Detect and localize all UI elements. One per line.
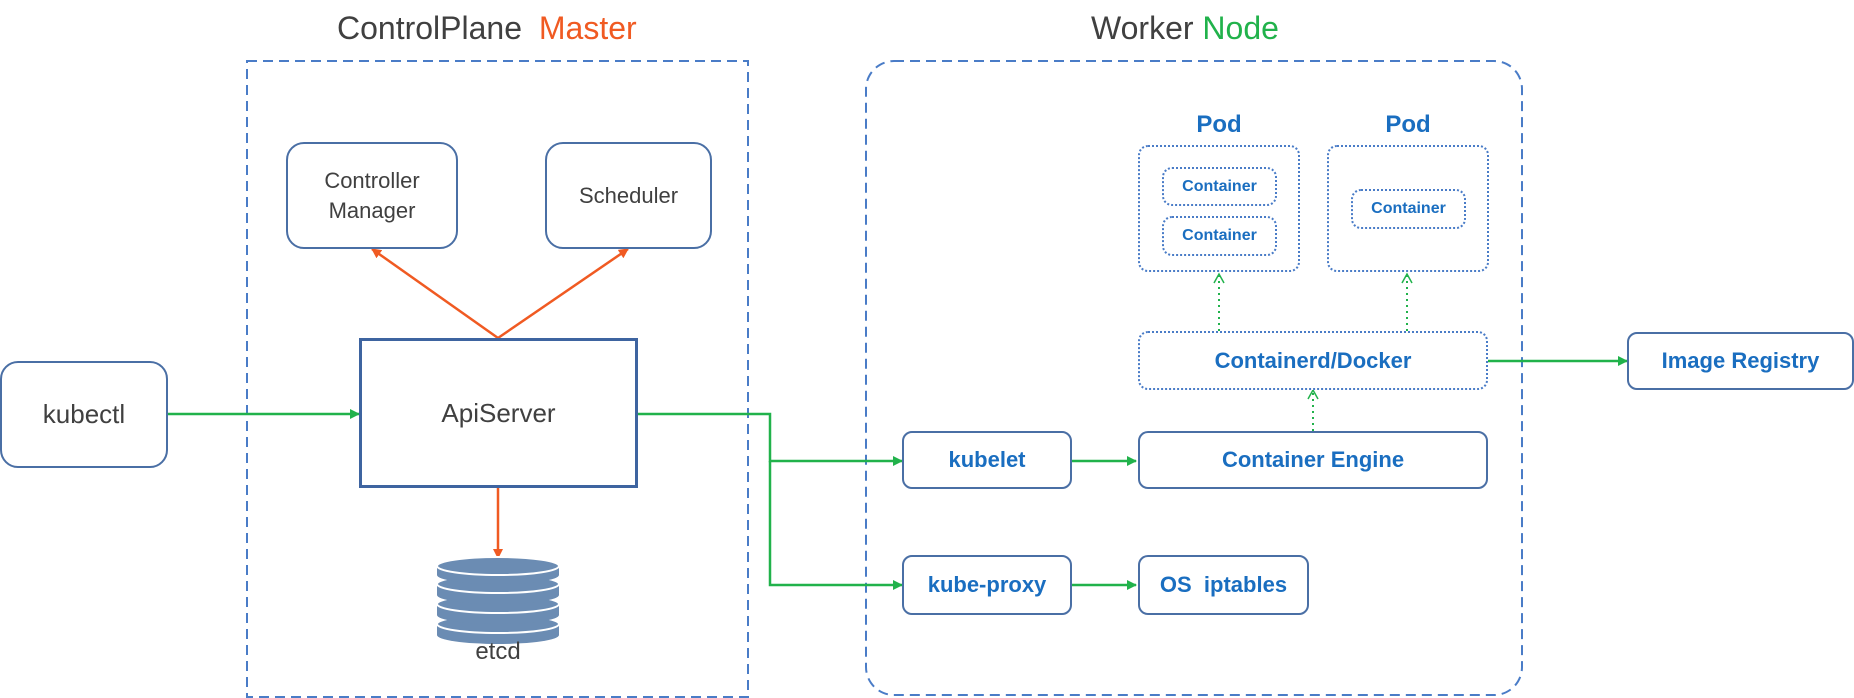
- database-icon: [436, 556, 560, 644]
- kube-proxy-label: kube-proxy: [927, 572, 1047, 597]
- apiserver-label: ApiServer: [441, 397, 556, 428]
- pod-2-title: Pod: [1385, 111, 1431, 138]
- worker-node-title-prefix: Worker: [1091, 10, 1194, 46]
- kubectl-node[interactable]: kubectl: [0, 361, 168, 468]
- arrow-apiserver-to-kubelet: [638, 412, 903, 466]
- control-plane-cluster: [246, 60, 749, 698]
- arrow-apiserver-to-scheduler: [497, 247, 629, 340]
- image-registry-node[interactable]: Image Registry: [1627, 332, 1854, 390]
- arrow-apiserver-to-kube-proxy: [768, 461, 903, 590]
- kubectl-label: kubectl: [42, 398, 126, 429]
- pod-2-box[interactable]: [1327, 145, 1489, 272]
- kube-proxy-node[interactable]: kube-proxy: [902, 555, 1072, 615]
- kubelet-node[interactable]: kubelet: [902, 431, 1072, 489]
- os-iptables-label: OS iptables: [1159, 572, 1288, 597]
- os-iptables-node[interactable]: OS iptables: [1138, 555, 1309, 615]
- scheduler-node[interactable]: Scheduler: [545, 142, 712, 249]
- scheduler-label: Scheduler: [578, 182, 679, 208]
- worker-node-title: Worker Node: [1091, 10, 1279, 47]
- container-2-label: Container: [1182, 227, 1257, 244]
- controller-manager-label-line2: Manager: [328, 197, 416, 223]
- image-registry-label: Image Registry: [1661, 348, 1820, 373]
- controller-manager-node[interactable]: Controller Manager: [286, 142, 458, 249]
- containerd-docker-label: Containerd/Docker: [1214, 347, 1412, 373]
- worker-node-title-suffix: Node: [1202, 10, 1279, 46]
- control-plane-title-suffix: Master: [538, 10, 637, 46]
- control-plane-title-prefix: ControlPlane: [337, 10, 522, 46]
- container-3[interactable]: Container: [1351, 189, 1466, 229]
- container-engine-label: Container Engine: [1221, 447, 1405, 472]
- container-3-label: Container: [1371, 200, 1446, 217]
- containerd-docker-node[interactable]: Containerd/Docker: [1138, 331, 1488, 390]
- container-1-label: Container: [1182, 177, 1257, 195]
- arrow-apiserver-to-controller-manager: [371, 247, 499, 340]
- apiserver-node[interactable]: ApiServer: [359, 338, 638, 488]
- etcd-label: etcd: [475, 638, 521, 665]
- controller-manager-label-line1: Controller: [324, 167, 420, 193]
- kubelet-label: kubelet: [948, 447, 1026, 472]
- container-1[interactable]: Container: [1162, 167, 1277, 206]
- worker-node-cluster: [865, 60, 1523, 696]
- container-2[interactable]: Container: [1162, 216, 1277, 256]
- control-plane-title: ControlPlane Master: [337, 10, 637, 47]
- container-engine-node[interactable]: Container Engine: [1138, 431, 1488, 489]
- pod-1-title: Pod: [1196, 111, 1242, 138]
